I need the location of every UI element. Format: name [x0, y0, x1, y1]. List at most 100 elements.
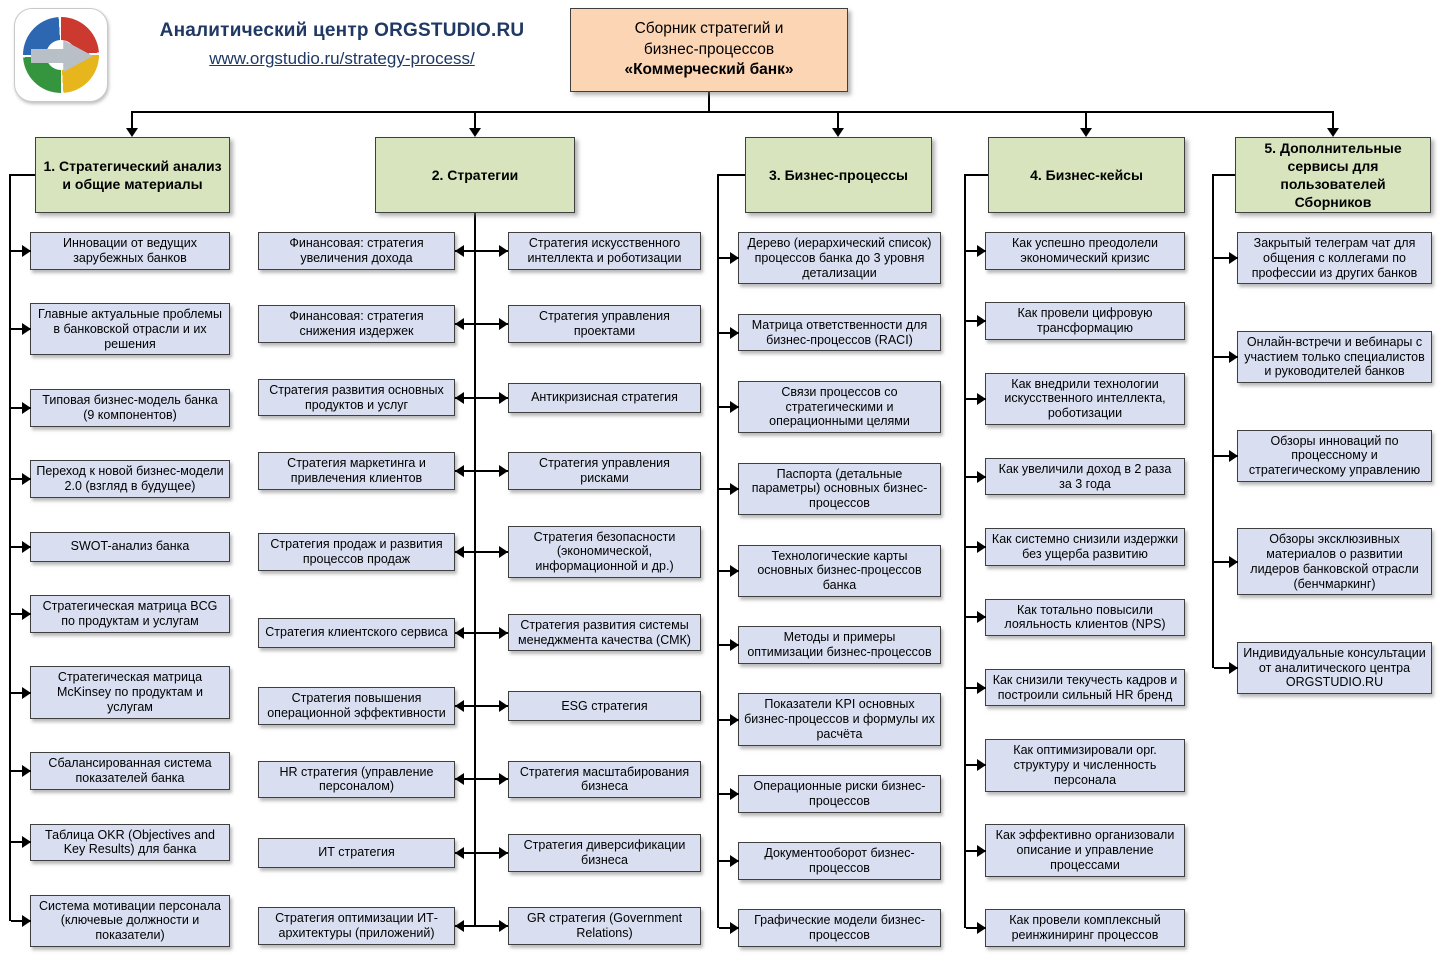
diagram-item-box: HR стратегия (управление персоналом) — [258, 760, 455, 799]
diagram-item-box: Стратегия управления рисками — [508, 452, 701, 490]
diagram-item-box: Стратегия искусственного интеллекта и ро… — [508, 232, 701, 270]
diagram-item-box: ESG стратегия — [508, 690, 701, 721]
diagram-item-box: Стратегия оптимизации ИТ-архитектуры (пр… — [258, 907, 455, 945]
drop-line-1 — [131, 111, 133, 130]
diagram-item-box: Стратегия безопасности (экономической, и… — [508, 525, 701, 578]
diagram-item-box: Как эффективно организовали описание и у… — [966, 824, 1185, 877]
diagram-item-box: Как оптимизировали орг. структуру и числ… — [966, 739, 1185, 792]
column-header-4: 4. Бизнес-кейсы — [988, 137, 1185, 213]
diagram-item-box: Таблица OKR (Objectives and Key Results)… — [11, 823, 230, 861]
double-arrow-connector — [455, 391, 508, 404]
brand-title: Аналитический центр ORGSTUDIO.RU — [159, 20, 525, 41]
column-1-header-connector — [10, 174, 35, 176]
diagram-item-box: Сбалансированная система показателей бан… — [11, 752, 230, 790]
diagram-item-box: Стратегическая матрица McKinsey по проду… — [11, 666, 230, 719]
column-header-1: 1. Стратегический анализ и общие материа… — [35, 137, 230, 213]
diagram-item-box: Стратегия маркетинга и привлечения клиен… — [258, 452, 455, 490]
column-5-spine — [1212, 174, 1214, 668]
diagram-row: HR стратегия (управление персоналом) Стра… — [258, 760, 701, 799]
double-arrow-connector — [455, 920, 508, 933]
diagram-item-box: Как тотально повысили лояльность клиенто… — [966, 598, 1185, 637]
column-3-items: Дерево (иерархический список) процессов … — [719, 232, 941, 947]
column-1-spine — [9, 174, 11, 921]
diagram-item-box: Обзоры эксклюзивных материалов о развити… — [1214, 528, 1432, 596]
diagram-item-box: Стратегия продаж и развития процессов пр… — [258, 533, 455, 571]
diagram-item-box: Стратегия развития основных продуктов и … — [258, 378, 455, 417]
diagram-item-box: Антикризисная стратегия — [508, 382, 701, 413]
diagram-item-box: Документооборот бизнес-процессов — [719, 842, 941, 880]
diagram-row: Финансовая: стратегия снижения издержек С… — [258, 305, 701, 343]
column-4-spine — [964, 174, 966, 928]
diagram-row: Стратегия развития основных продуктов и … — [258, 378, 701, 417]
title-line-2: бизнес-процессов — [643, 40, 775, 58]
title-line-1: Сборник стратегий и — [634, 19, 784, 37]
main-title-box: Сборник стратегий и бизнес-процессов «Ко… — [570, 8, 848, 92]
diagram-item-box: Стратегия развития системы менеджмента к… — [508, 613, 701, 652]
diagram-item-box: Как системно снизили издержки без ущерба… — [966, 528, 1185, 566]
double-arrow-connector — [455, 846, 508, 859]
diagram-item-box: Финансовая: стратегия увеличения дохода — [258, 232, 455, 270]
column-header-2: 2. Стратегии — [375, 137, 575, 213]
diagram-row: Стратегия оптимизации ИТ-архитектуры (пр… — [258, 907, 701, 945]
diagram-item-box: Стратегическая матрица BCG по продуктам … — [11, 595, 230, 633]
column-3-spine — [717, 174, 719, 928]
brand-block: Аналитический центр ORGSTUDIO.RU www.org… — [122, 20, 562, 69]
diagram-item-box: Главные актуальные проблемы в банковской… — [11, 303, 230, 356]
arrow-down-icon — [469, 128, 481, 137]
diagram-item-box: Индивидуальные консультации от аналитиче… — [1214, 641, 1432, 694]
diagram-item-box: Как провели комплексный реинжиниринг про… — [966, 909, 1185, 947]
column-3-header-connector — [718, 174, 745, 176]
diagram-item-box: Стратегия повышения операционной эффекти… — [258, 687, 455, 725]
drop-line-5 — [1332, 111, 1334, 130]
diagram-item-box: Переход к новой бизнес-модели 2.0 (взгля… — [11, 460, 230, 498]
diagram-item-box: Типовая бизнес-модель банка (9 компонент… — [11, 389, 230, 427]
diagram-item-box: Матрица ответственности для бизнес-проце… — [719, 313, 941, 352]
drop-line-2 — [474, 111, 476, 130]
diagram-item-box: Стратегия масштабирования бизнеса — [508, 760, 701, 799]
title-connector-stub — [708, 92, 710, 112]
diagram-item-box: Онлайн-встречи и вебинары с участием тол… — [1214, 330, 1432, 383]
diagram-row: Стратегия продаж и развития процессов пр… — [258, 525, 701, 578]
double-arrow-connector — [455, 626, 508, 639]
diagram-item-box: Как снизили текучесть кадров и построили… — [966, 668, 1185, 707]
orgstudio-logo — [14, 8, 108, 102]
diagram-row: Стратегия клиентского сервиса Стратегия р… — [258, 613, 701, 652]
diagram-item-box: Стратегия клиентского сервиса — [258, 617, 455, 648]
diagram-item-box: GR стратегия (Government Relations) — [508, 907, 701, 945]
diagram-item-box: Система мотивации персонала (ключевые до… — [11, 894, 230, 947]
diagram-item-box: Технологические карты основных бизнес-пр… — [719, 544, 941, 597]
arrow-down-icon — [126, 128, 138, 137]
arrow-down-icon — [1080, 128, 1092, 137]
diagram-item-box: Как увеличили доход в 2 раза за 3 года — [966, 457, 1185, 496]
drop-line-3 — [837, 111, 839, 130]
diagram-item-box: Закрытый телеграм чат для общения с колл… — [1214, 232, 1432, 285]
diagram-item-box: Методы и примеры оптимизации бизнес-проц… — [719, 626, 941, 664]
diagram-item-box: Графические модели бизнес-процессов — [719, 909, 941, 947]
diagram-item-box: Инновации от ведущих зарубежных банков — [11, 232, 230, 270]
diagram-row: Финансовая: стратегия увеличения дохода С… — [258, 232, 701, 270]
column-5-items: Закрытый телеграм чат для общения с колл… — [1214, 232, 1432, 694]
column-2-spine — [474, 213, 476, 926]
double-arrow-connector — [455, 545, 508, 558]
column-5-header-connector — [1213, 174, 1235, 176]
double-arrow-connector — [455, 464, 508, 477]
diagram-item-box: Связи процессов со стратегическими и опе… — [719, 380, 941, 434]
brand-url-link[interactable]: www.orgstudio.ru/strategy-process/ — [209, 49, 475, 68]
diagram-row: Стратегия маркетинга и привлечения клиен… — [258, 452, 701, 490]
column-4-header-connector — [965, 174, 988, 176]
column-4-items: Как успешно преодолели экономический кри… — [966, 232, 1185, 947]
drop-line-4 — [1085, 111, 1087, 130]
diagram-item-box: Обзоры инноваций по процессному и страте… — [1214, 429, 1432, 482]
diagram-item-box: Показатели KPI основных бизнес-процессов… — [719, 693, 941, 746]
double-arrow-connector — [455, 773, 508, 786]
diagram-item-box: SWOT-анализ банка — [11, 531, 230, 562]
diagram-item-box: Стратегия управления проектами — [508, 305, 701, 343]
double-arrow-connector — [455, 699, 508, 712]
column-header-3: 3. Бизнес-процессы — [745, 137, 932, 213]
diagram-item-box: Финансовая: стратегия снижения издержек — [258, 305, 455, 343]
diagram-item-box: Паспорта (детальные параметры) основных … — [719, 462, 941, 515]
